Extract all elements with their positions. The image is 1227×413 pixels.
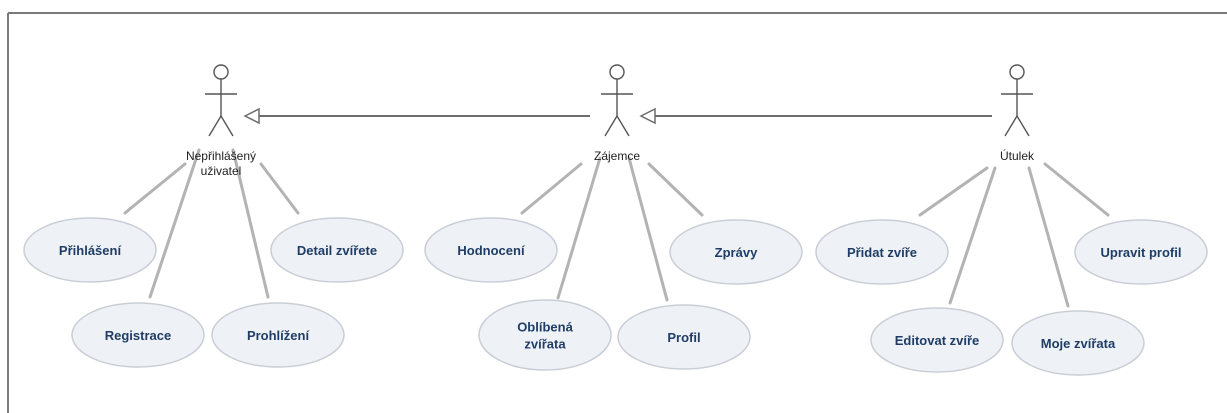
association-line-oblibena-zvirata bbox=[556, 156, 602, 300]
actor-zajemce[interactable]: Zájemce bbox=[594, 64, 640, 163]
use-case-label: Přihlášení bbox=[59, 243, 122, 258]
association-line-pridat-zvire bbox=[918, 166, 989, 217]
use-case-profil[interactable]: Profil bbox=[617, 304, 751, 370]
use-case-label: Oblíbená bbox=[517, 320, 573, 335]
use-case-detail-zvirete[interactable]: Detail zvířete bbox=[270, 217, 404, 283]
actor-label: Útulek bbox=[1000, 148, 1035, 163]
use-case-editovat-zvire[interactable]: Editovat zvíře bbox=[870, 307, 1004, 373]
actor-figure-icon bbox=[1001, 64, 1033, 137]
association-line-prihlaseni bbox=[123, 162, 187, 215]
use-case-zpravy[interactable]: Zprávy bbox=[669, 219, 803, 285]
use-case-label: Zprávy bbox=[715, 245, 758, 260]
use-case-moje-zvirata[interactable]: Moje zvířata bbox=[1011, 310, 1145, 376]
generalization-arrowhead-zajemce bbox=[639, 107, 656, 125]
use-case-oblibena-zvirata[interactable]: Oblíbená zvířata bbox=[478, 299, 612, 371]
use-case-hodnoceni[interactable]: Hodnocení bbox=[424, 217, 558, 283]
association-lines bbox=[123, 148, 1110, 308]
use-case-prohlizeni[interactable]: Prohlížení bbox=[211, 302, 345, 368]
use-case-registrace[interactable]: Registrace bbox=[71, 302, 205, 368]
use-case-upravit-profil[interactable]: Upravit profil bbox=[1074, 219, 1208, 285]
association-line-moje-zvirata bbox=[1027, 166, 1070, 308]
actor-utulek[interactable]: Útulek bbox=[1000, 64, 1035, 163]
use-case-label: Registrace bbox=[105, 328, 171, 343]
diagram-frame bbox=[7, 12, 1227, 413]
association-line-prohlizeni bbox=[231, 148, 270, 299]
use-case-ellipse[interactable] bbox=[424, 217, 558, 283]
association-line-registrace bbox=[148, 148, 201, 299]
use-case-ellipse[interactable] bbox=[270, 217, 404, 283]
association-line-zpravy bbox=[647, 162, 704, 217]
use-case-pridat-zvire[interactable]: Přidat zvíře bbox=[815, 219, 949, 285]
use-case-ellipse[interactable] bbox=[617, 304, 751, 370]
use-case-label: Prohlížení bbox=[247, 328, 310, 343]
use-case-ellipse[interactable] bbox=[211, 302, 345, 368]
use-case-ellipse[interactable] bbox=[1011, 310, 1145, 376]
use-case-label: Profil bbox=[667, 330, 700, 345]
association-line-profil bbox=[627, 156, 669, 302]
use-case-ellipse[interactable] bbox=[669, 219, 803, 285]
use-case-ellipse[interactable] bbox=[478, 299, 612, 371]
use-case-prihlaseni[interactable]: Přihlášení bbox=[23, 217, 157, 283]
association-line-upravit-profil bbox=[1043, 162, 1110, 217]
association-line-hodnoceni bbox=[520, 162, 583, 215]
use-case-label: Detail zvířete bbox=[297, 243, 377, 258]
actor-figure-icon bbox=[601, 64, 633, 137]
association-line-detail-zvirete bbox=[259, 162, 300, 215]
actor-label: Nepřihlášený bbox=[186, 149, 256, 163]
generalization-arrowhead-neprihlaseny bbox=[243, 107, 260, 125]
use-case-label: zvířata bbox=[524, 337, 566, 352]
use-case-ellipse[interactable] bbox=[1074, 219, 1208, 285]
actor-label: Zájemce bbox=[594, 149, 640, 163]
use-case-ellipse[interactable] bbox=[815, 219, 949, 285]
use-case-label: Přidat zvíře bbox=[847, 245, 917, 260]
use-case-label: Upravit profil bbox=[1101, 245, 1182, 260]
use-case-label: Hodnocení bbox=[457, 243, 525, 258]
generalization-arrows bbox=[243, 107, 992, 125]
use-case-ellipse[interactable] bbox=[71, 302, 205, 368]
use-case-ellipse[interactable] bbox=[23, 217, 157, 283]
actor-figure-icon bbox=[205, 64, 237, 137]
actor-label: uživatel bbox=[201, 164, 242, 178]
use-case-label: Editovat zvíře bbox=[895, 333, 980, 348]
association-line-editovat-zvire bbox=[948, 166, 997, 305]
use-case-ellipse[interactable] bbox=[870, 307, 1004, 373]
use-case-label: Moje zvířata bbox=[1041, 336, 1116, 351]
